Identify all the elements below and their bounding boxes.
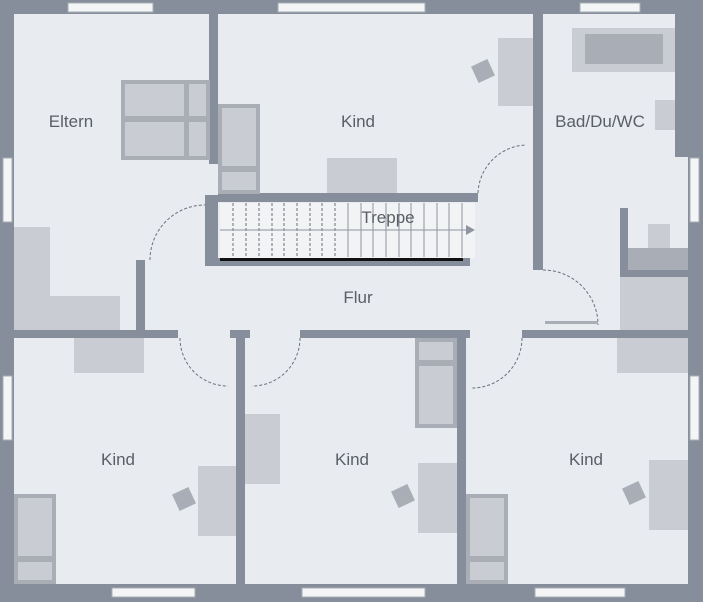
shower [620, 277, 688, 330]
sink [655, 100, 675, 130]
stair-arrow-icon [466, 225, 475, 235]
chair [471, 59, 495, 83]
room-label-kind-bottom-middle: Kind [335, 450, 369, 469]
room-label-flur: Flur [343, 288, 373, 307]
staircase [220, 203, 475, 258]
desk [498, 38, 533, 106]
furniture [14, 28, 688, 584]
room-label-kind-bottom-left: Kind [101, 450, 135, 469]
room-label-kind-bottom-right: Kind [569, 450, 603, 469]
room-label-treppe: Treppe [361, 208, 414, 227]
interior-walls [14, 14, 688, 584]
doors [149, 144, 599, 389]
room-label-eltern: Eltern [49, 112, 93, 131]
cabinet [327, 158, 397, 193]
toilet [648, 224, 670, 248]
room-label-kind-top: Kind [341, 112, 375, 131]
wardrobe [14, 227, 50, 330]
room-label-bad: Bad/Du/WC [555, 112, 645, 131]
